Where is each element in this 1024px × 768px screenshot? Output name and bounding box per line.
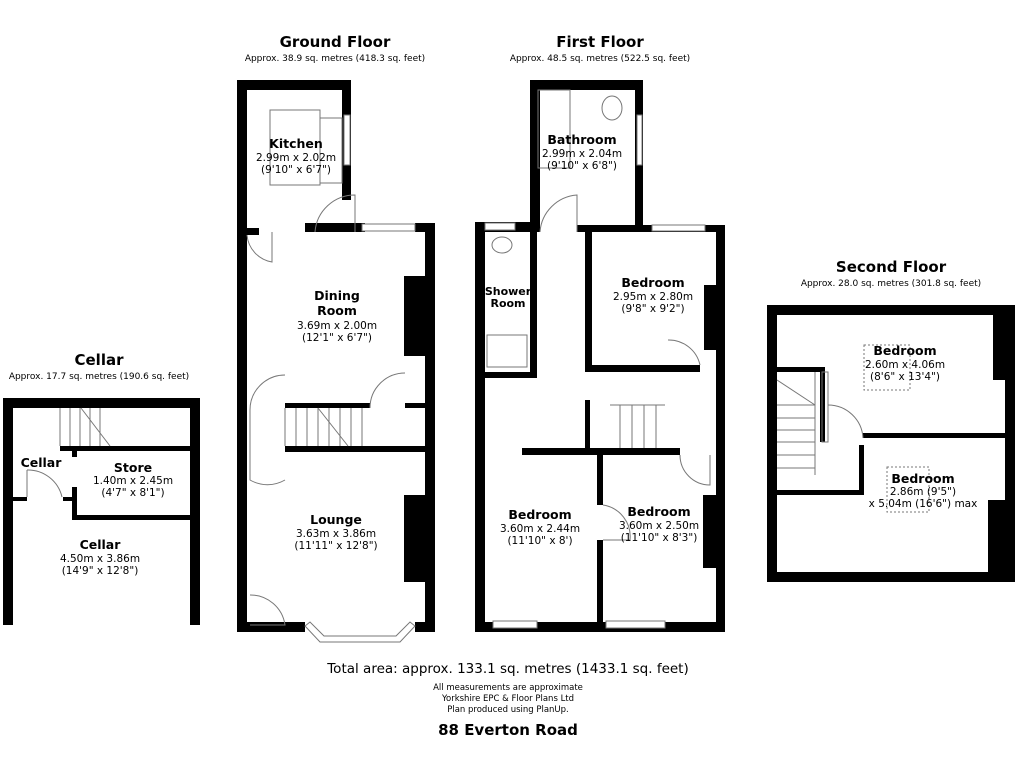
bedroom-2-imperial: (11'10" x 8') bbox=[507, 535, 572, 547]
disclaimer: All measurements are approximate bbox=[433, 683, 583, 693]
second-floor-area: Approx. 28.0 sq. metres (301.8 sq. feet) bbox=[801, 279, 981, 289]
ground-floor-title: Ground Floor bbox=[280, 33, 391, 51]
main-cellar-imperial: (14'9" x 12'8") bbox=[62, 565, 139, 577]
cellar-room-label: Cellar bbox=[21, 455, 63, 470]
top-floor-bedroom-2-metric: 2.86m (9'5") bbox=[890, 486, 956, 498]
top-floor-bedroom-2-imperial: x 5.04m (16'6") max bbox=[869, 498, 978, 510]
dining-room-label: Dining bbox=[314, 288, 360, 303]
store-imperial: (4'7" x 8'1") bbox=[101, 487, 164, 499]
kitchen-label: Kitchen bbox=[269, 136, 323, 151]
lounge-label: Lounge bbox=[310, 512, 362, 527]
lounge-metric: 3.63m x 3.86m bbox=[296, 528, 376, 540]
kitchen-imperial: (9'10" x 6'7") bbox=[261, 164, 331, 176]
bedroom-3-imperial: (11'10" x 8'3") bbox=[621, 532, 698, 544]
bedroom-3-label: Bedroom bbox=[627, 504, 690, 519]
bedroom-1-metric: 2.95m x 2.80m bbox=[613, 291, 693, 303]
ground-floor-plan bbox=[237, 80, 435, 643]
top-floor-bedroom-1-imperial: (8'6" x 13'4") bbox=[870, 371, 940, 383]
cellar-area: Approx. 17.7 sq. metres (190.6 sq. feet) bbox=[9, 372, 189, 382]
bedroom-1-imperial: (9'8" x 9'2") bbox=[621, 303, 684, 315]
top-floor-bedroom-2-label: Bedroom bbox=[891, 471, 954, 486]
software-credit: Plan produced using PlanUp. bbox=[447, 705, 569, 715]
bathroom-metric: 2.99m x 2.04m bbox=[542, 148, 622, 160]
first-floor-title: First Floor bbox=[556, 33, 644, 51]
dining-room-imperial: (12'1" x 6'7") bbox=[302, 332, 372, 344]
total-area: Total area: approx. 133.1 sq. metres (14… bbox=[326, 661, 689, 677]
bedroom-2-label: Bedroom bbox=[508, 507, 571, 522]
bedroom-3-metric: 3.60m x 2.50m bbox=[619, 520, 699, 532]
property-address: 88 Everton Road bbox=[438, 721, 578, 739]
shower-room-label-2: Room bbox=[490, 297, 525, 310]
bedroom-2-metric: 3.60m x 2.44m bbox=[500, 523, 580, 535]
top-floor-bedroom-1-label: Bedroom bbox=[873, 343, 936, 358]
main-cellar-label: Cellar bbox=[80, 537, 122, 552]
first-floor-plan bbox=[475, 80, 725, 632]
dining-room-label-2: Room bbox=[317, 303, 357, 318]
main-cellar-metric: 4.50m x 3.86m bbox=[60, 553, 140, 565]
second-floor-title: Second Floor bbox=[836, 258, 947, 276]
bedroom-1-label: Bedroom bbox=[621, 275, 684, 290]
cellar-plan bbox=[3, 398, 200, 625]
store-label: Store bbox=[114, 460, 152, 475]
second-floor-plan bbox=[767, 305, 1015, 582]
bathroom-imperial: (9'10" x 6'8") bbox=[547, 160, 617, 172]
cellar-title: Cellar bbox=[75, 351, 125, 369]
lounge-imperial: (11'11" x 12'8") bbox=[294, 540, 377, 552]
top-floor-bedroom-1-metric: 2.60m x 4.06m bbox=[865, 359, 945, 371]
store-metric: 1.40m x 2.45m bbox=[93, 475, 173, 487]
ground-floor-area: Approx. 38.9 sq. metres (418.3 sq. feet) bbox=[245, 54, 425, 64]
first-floor-area: Approx. 48.5 sq. metres (522.5 sq. feet) bbox=[510, 54, 690, 64]
company-credit: Yorkshire EPC & Floor Plans Ltd bbox=[441, 694, 574, 704]
bathroom-label: Bathroom bbox=[547, 132, 616, 147]
kitchen-metric: 2.99m x 2.02m bbox=[256, 152, 336, 164]
shower-room-label: Shower bbox=[485, 285, 532, 298]
dining-room-metric: 3.69m x 2.00m bbox=[297, 320, 377, 332]
